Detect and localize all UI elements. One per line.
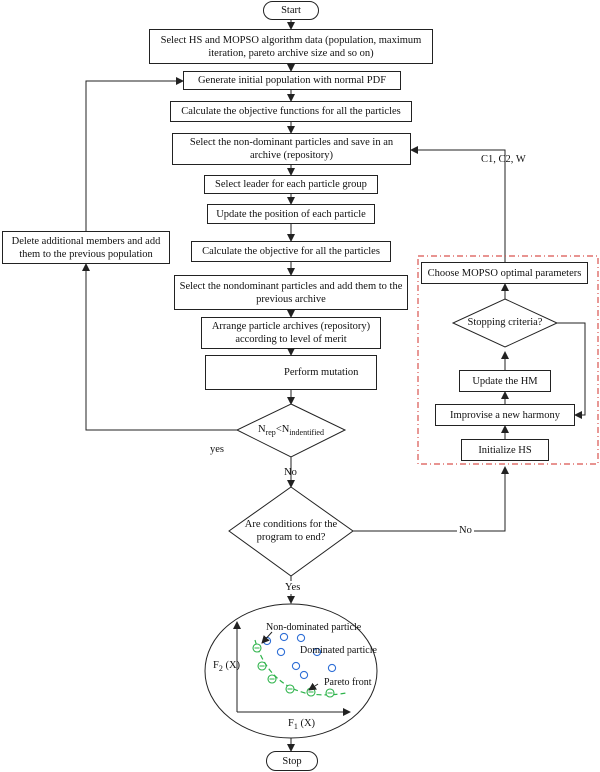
stopping-criteria-label: Stopping criteria? bbox=[467, 317, 543, 328]
perform-mutation-label: Perform mutation bbox=[284, 367, 359, 378]
calc-objective-label: Calculate the objective for all the part… bbox=[202, 246, 380, 257]
arrow-no-hs bbox=[353, 466, 509, 532]
stop-terminal: Stop bbox=[266, 751, 318, 771]
select-nondominant-label: Select the non-dominant particles and sa… bbox=[189, 137, 394, 161]
improvise-harmony-box: Improvise a new harmony bbox=[435, 404, 575, 426]
dominated-point bbox=[279, 632, 289, 642]
calc-objective-all-label: Calculate the objective functions for al… bbox=[181, 106, 401, 117]
yes-label-down: Yes bbox=[283, 581, 303, 594]
f2-axis-label: F2 (X) bbox=[213, 659, 240, 675]
nrep-lt: <N bbox=[275, 424, 290, 435]
end-condition-decision bbox=[228, 486, 354, 577]
select-leader-label: Select leader for each particle group bbox=[215, 179, 367, 190]
select-nondominant2-label: Select the nondominant particles and add… bbox=[179, 280, 403, 305]
delete-members-box: Delete additional members and add them t… bbox=[2, 231, 170, 264]
f2-sub: 2 bbox=[218, 664, 223, 674]
select-data-label: Select HS and MOPSO algorithm data (popu… bbox=[160, 34, 422, 59]
nrep-decision bbox=[235, 403, 347, 458]
f2-x: (X) bbox=[222, 660, 241, 671]
arrow-delete-generate bbox=[85, 77, 184, 231]
delete-members-label: Delete additional members and add them t… bbox=[11, 235, 161, 260]
pareto-front-curve bbox=[254, 639, 347, 696]
f1-sub: 1 bbox=[293, 722, 298, 732]
calc-objective-box: Calculate the objective for all the part… bbox=[191, 241, 391, 262]
yes-label-left: yes bbox=[210, 444, 224, 455]
update-position-label: Update the position of each particle bbox=[216, 208, 366, 220]
nrep-sub: rep bbox=[265, 428, 276, 438]
non-dominated-label: Non-dominated particle bbox=[266, 622, 362, 633]
improvise-harmony-label: Improvise a new harmony bbox=[450, 409, 560, 421]
initialize-hs-box: Initialize HS bbox=[461, 439, 549, 461]
select-nondominant-box: Select the non-dominant particles and sa… bbox=[172, 133, 411, 165]
dominated-point bbox=[327, 663, 337, 673]
choose-params-label: Choose MOPSO optimal parameters bbox=[427, 267, 582, 279]
calc-objective-all-box: Calculate the objective functions for al… bbox=[170, 101, 412, 122]
dominated-label: Dominated particle bbox=[300, 645, 377, 656]
arrange-archives-label: Arrange particle archives (repository) a… bbox=[211, 321, 371, 345]
arrow-yes-delete bbox=[82, 263, 237, 431]
pareto-front-label: Pareto front bbox=[324, 677, 372, 688]
update-position-box: Update the position of each particle bbox=[207, 204, 375, 224]
arrow-choose-archive bbox=[410, 146, 506, 262]
nrep-decision-label: Nrep<Nindentified bbox=[237, 423, 345, 439]
arrow-stopping-improvise bbox=[557, 322, 586, 419]
select-nondominant2-box: Select the nondominant particles and add… bbox=[174, 275, 408, 310]
pareto-front-pointer bbox=[308, 682, 319, 691]
params-label: C1, C2, W bbox=[481, 154, 526, 165]
generate-population-label: Generate initial population with normal … bbox=[197, 75, 387, 86]
stopping-decision bbox=[451, 298, 559, 348]
arrange-archives-box: Arrange particle archives (repository) a… bbox=[201, 317, 381, 349]
select-data-box: Select HS and MOPSO algorithm data (popu… bbox=[149, 29, 433, 64]
update-hm-label: Update the HM bbox=[472, 375, 538, 387]
start-terminal: Start bbox=[263, 1, 319, 20]
start-label: Start bbox=[281, 5, 301, 16]
update-hm-box: Update the HM bbox=[459, 370, 551, 392]
nrep-n: N bbox=[258, 424, 266, 435]
perform-mutation-box: Perform mutation bbox=[205, 355, 377, 390]
dominated-point bbox=[291, 661, 301, 671]
choose-params-box: Choose MOPSO optimal parameters bbox=[421, 262, 588, 284]
initialize-hs-label: Initialize HS bbox=[478, 444, 532, 456]
stop-label: Stop bbox=[282, 755, 302, 767]
non-dominated-pointer bbox=[261, 631, 273, 644]
no-label-right: No bbox=[457, 524, 474, 537]
dominated-point bbox=[312, 647, 322, 657]
pareto-ellipse bbox=[204, 603, 378, 739]
hs-region bbox=[417, 255, 599, 465]
dominated-point bbox=[296, 633, 306, 643]
f2-letter: F bbox=[213, 660, 219, 671]
no-label-down: No bbox=[284, 467, 297, 478]
f1-x: (X) bbox=[297, 718, 316, 729]
dominated-point bbox=[299, 670, 309, 680]
nrep-sub2: indentified bbox=[289, 428, 324, 438]
select-leader-box: Select leader for each particle group bbox=[204, 175, 378, 194]
generate-population-box: Generate initial population with normal … bbox=[183, 71, 401, 90]
f1-letter: F bbox=[288, 718, 294, 729]
end-condition-label: Are conditions for the program to end? bbox=[244, 519, 338, 543]
dominated-point bbox=[276, 647, 286, 657]
f1-axis-label: F1 (X) bbox=[288, 717, 315, 733]
